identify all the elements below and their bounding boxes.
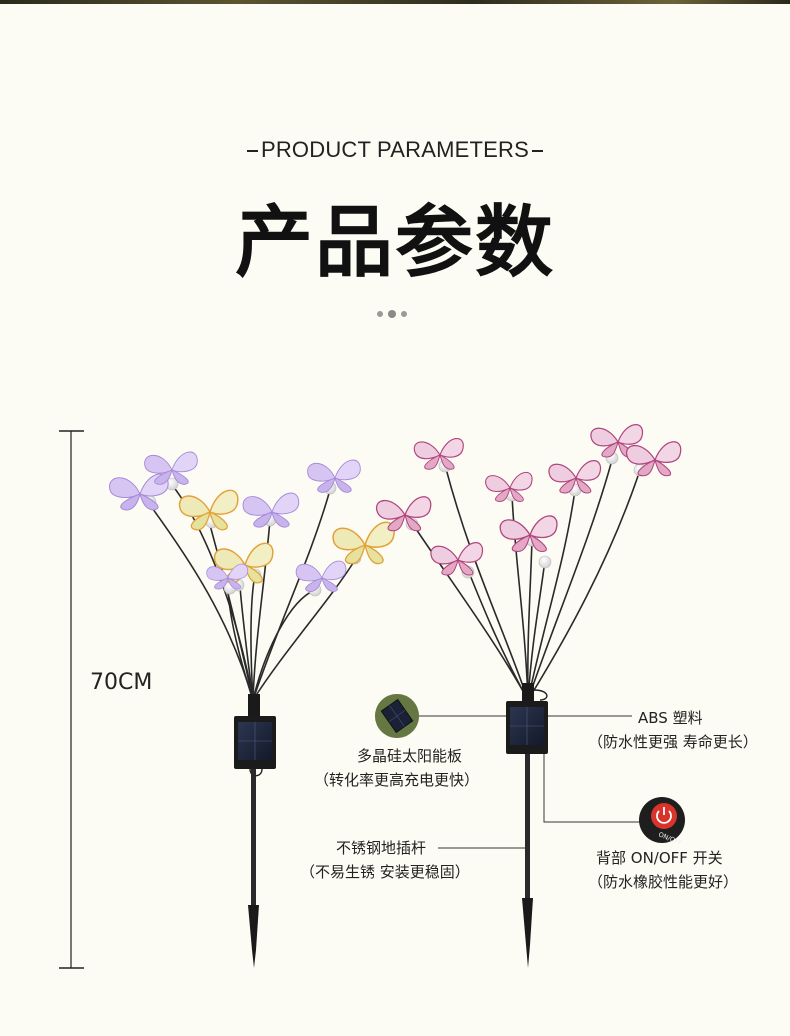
callout-switch-note: （防水橡胶性能更好）	[588, 873, 739, 891]
callout-abs-plastic: ABS 塑料 （防水性更强 寿命更长）	[588, 706, 758, 754]
callout-stake-note: （不易生锈 安装更稳固）	[300, 863, 470, 881]
callout-switch: 背部 ON/OFF 开关 （防水橡胶性能更好）	[588, 846, 738, 894]
callout-solar-panel-title: 多晶硅太阳能板	[357, 747, 463, 765]
eyebrow-dash-right	[532, 150, 544, 153]
left-product	[109, 451, 395, 968]
callout-abs-note: （防水性更强 寿命更长）	[588, 733, 758, 751]
height-dimension-line	[59, 430, 84, 969]
right-product	[375, 424, 682, 968]
eyebrow-dash-left	[246, 150, 258, 153]
decorative-dots	[377, 303, 412, 322]
callout-switch-title: 背部 ON/OFF 开关	[596, 849, 723, 867]
section-eyebrow: PRODUCT PARAMETERS	[0, 137, 790, 163]
callout-stake: 不锈钢地插杆 （不易生锈 安装更稳固）	[300, 836, 470, 884]
callout-abs-title: ABS 塑料	[638, 709, 703, 727]
dot	[377, 310, 383, 317]
callout-solar-panel-note: （转化率更高充电更快）	[314, 771, 480, 789]
dot	[388, 309, 396, 318]
dot	[401, 310, 407, 317]
top-border-strip	[0, 0, 790, 4]
callout-lines	[418, 715, 640, 849]
callout-stake-title: 不锈钢地插杆	[336, 839, 427, 857]
callout-solar-panel: 多晶硅太阳能板 （转化率更高充电更快）	[314, 744, 479, 792]
section-title: 产品参数	[234, 198, 555, 288]
eyebrow-text: PRODUCT PARAMETERS	[260, 137, 530, 162]
power-switch-icon: ON/OFF	[639, 797, 685, 847]
height-label: 70CM	[90, 670, 153, 695]
solar-panel-icon	[375, 694, 419, 738]
